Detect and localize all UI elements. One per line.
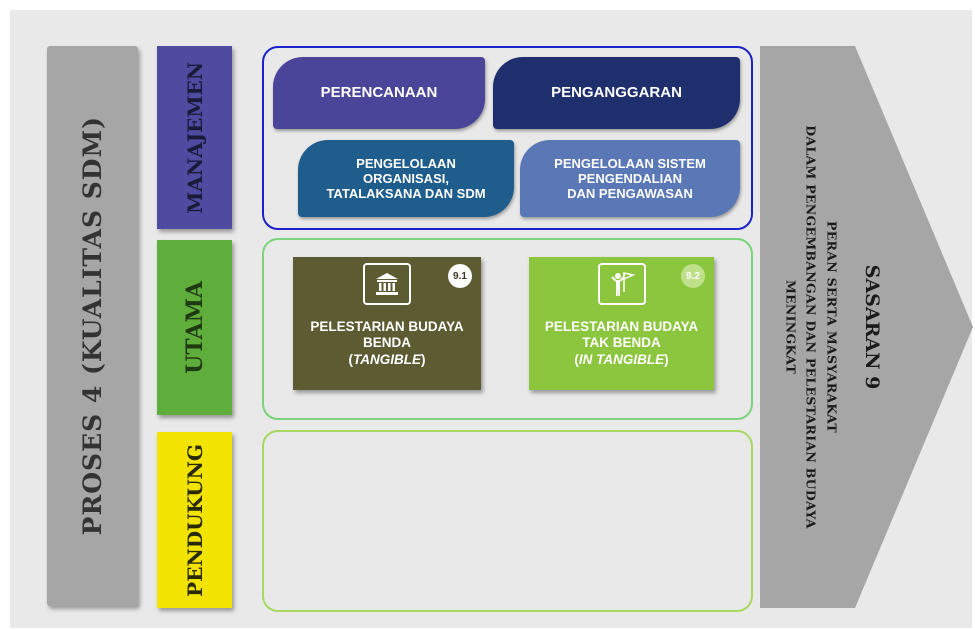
process-label: PROSES 4 (KUALITAS SDM) [78, 116, 107, 536]
box-organisasi-line: ORGANISASI, [363, 170, 449, 186]
box-pelestarian-tak-benda: 9.2 PELESTARIAN BUDAYA TAK BENDA (IN TAN… [529, 257, 714, 390]
box-organisasi-line: PENGELOLAAN [356, 155, 456, 171]
box-sistem-line: DAN PENGAWASAN [567, 186, 693, 202]
box-pelestarian-benda: 9.1 PELESTARIAN BUDAYA BENDA (TANGIBLE) [293, 257, 481, 390]
process-bar: PROSES 4 (KUALITAS SDM) [47, 46, 138, 606]
person-flag-icon [597, 263, 646, 305]
box-takbenda-intangible: IN TANGIBLE [578, 351, 665, 367]
box-takbenda-line1: PELESTARIAN BUDAYA [544, 319, 699, 334]
category-manajemen: MANAJEMEN [157, 46, 232, 229]
target-arrow [760, 46, 973, 608]
box-pengelolaan-organisasi: PENGELOLAAN ORGANISASI, TATALAKSANA DAN … [298, 140, 514, 217]
box-perencanaan: PERENCANAAN [273, 57, 485, 129]
box-perencanaan-label: PERENCANAAN [320, 84, 438, 102]
box-sistem-line: PENGELOLAAN SISTEM [554, 155, 706, 171]
museum-icon [363, 263, 411, 305]
badge-9-1: 9.1 [448, 264, 472, 288]
box-benda-line1: PELESTARIAN BUDAYA [310, 319, 464, 334]
box-benda-line3: (TANGIBLE) [348, 351, 426, 367]
box-takbenda-title: PELESTARIAN BUDAYA TAK BENDA (IN TANGIBL… [529, 319, 714, 368]
box-takbenda-line3: (IN TANGIBLE) [574, 351, 669, 367]
target-desc-line2: DALAM PENGEMBANGAN DAN PELESTARIAN BUDAY… [803, 125, 819, 529]
box-penganggaran: PENGANGGARAN [493, 57, 740, 129]
category-pendukung-label: PENDUKUNG [182, 443, 207, 597]
category-manajemen-label: MANAJEMEN [182, 61, 207, 214]
panel-pendukung [262, 430, 753, 612]
panel-utama [262, 238, 753, 420]
category-utama: UTAMA [157, 240, 232, 415]
box-benda-line2: BENDA [362, 335, 411, 351]
box-penganggaran-label: PENGANGGARAN [551, 84, 682, 102]
box-pengelolaan-sistem: PENGELOLAAN SISTEM PENGENDALIAN DAN PENG… [520, 140, 740, 217]
category-utama-label: UTAMA [181, 281, 208, 374]
target-desc-line3: MENINGKAT [783, 279, 799, 375]
badge-9-2: 9.2 [681, 264, 705, 288]
box-sistem-line: PENGENDALIAN [577, 170, 682, 186]
panel-manajemen [262, 46, 753, 230]
box-benda-tangible: TANGIBLE [353, 351, 421, 367]
box-takbenda-line2: TAK BENDA [582, 335, 661, 351]
box-benda-title: PELESTARIAN BUDAYA BENDA (TANGIBLE) [293, 319, 481, 368]
target-title: SASARAN 9 [861, 264, 883, 390]
box-organisasi-line: TATALAKSANA DAN SDM [326, 186, 486, 202]
target-desc-line1: PERAN SERTA MASYARAKAT [824, 221, 840, 433]
category-pendukung: PENDUKUNG [157, 432, 232, 608]
